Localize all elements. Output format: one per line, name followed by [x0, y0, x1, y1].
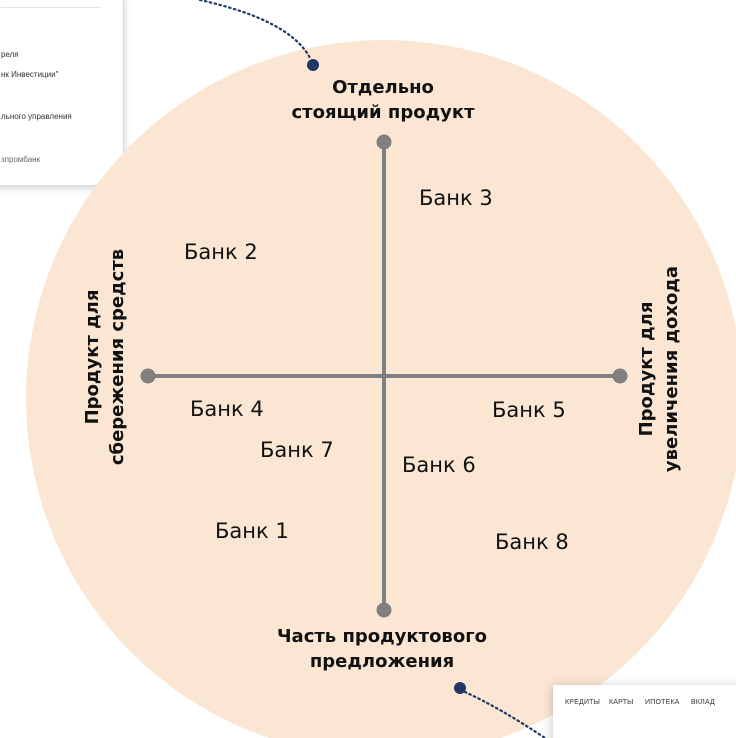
axis-label-top-text: Отдельно стоящий продукт: [291, 77, 475, 123]
card-text-line: льного управления: [1, 112, 72, 121]
screenshot-card-bottom-right: КРЕДИТЫ КАРТЫ ИПОТЕКА ВКЛАД: [553, 685, 736, 738]
card-text-line: нк Инвестиции": [1, 70, 59, 79]
axis-label-right-text: Продукт для увеличения дохода: [636, 265, 682, 473]
bank-label: Банк 3: [419, 186, 493, 210]
connector-top-dot: [307, 59, 319, 71]
quadrant-background-circle: [26, 40, 736, 738]
axis-label-right: Продукт для увеличения дохода: [634, 219, 684, 519]
connector-bottom-dotted: [463, 690, 547, 738]
bank-label: Банк 1: [215, 519, 289, 543]
bank-label: Банк 4: [190, 397, 264, 421]
axis-label-left-text: Продукт для сбережения средств: [82, 248, 128, 466]
axis-label-bottom-text: Часть продуктового предложения: [277, 626, 487, 672]
nav-item-credits: КРЕДИТЫ: [565, 699, 601, 706]
bank-label: Банк 5: [492, 398, 566, 422]
card-divider: [1, 7, 101, 8]
bank-label: Банк 6: [402, 453, 476, 477]
nav-item-cards: КАРТЫ: [609, 699, 634, 706]
bank-label: Банк 2: [184, 240, 258, 264]
axis-label-left: Продукт для сбережения средств: [80, 207, 130, 507]
nav-item-mortgage: ИПОТЕКА: [645, 699, 680, 706]
axis-endpoint-right: [612, 368, 628, 384]
axis-endpoint-bottom: [376, 602, 392, 618]
card-text-line: реля: [1, 50, 19, 59]
axis-endpoint-top: [376, 134, 392, 150]
bank-label: Банк 8: [495, 530, 569, 554]
axis-endpoint-left: [140, 368, 156, 384]
bank-label: Банк 7: [260, 438, 334, 462]
nav-item-deposit: ВКЛАД: [691, 699, 715, 706]
axis-label-bottom: Часть продуктового предложения: [232, 624, 532, 674]
screenshot-card-top-left: реля нк Инвестиции" льного управления зп…: [0, 0, 124, 186]
connector-top-dotted: [198, 0, 312, 60]
axis-label-top: Отдельно стоящий продукт: [268, 75, 498, 125]
card-text-line: зпромбанк: [1, 155, 41, 164]
connector-bottom-dot: [454, 682, 466, 694]
